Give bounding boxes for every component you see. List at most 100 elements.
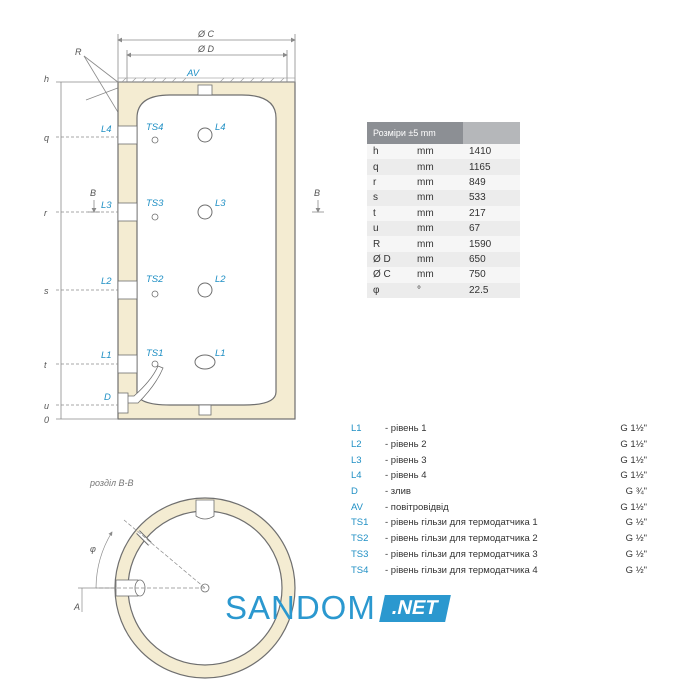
dimension-unit: mm <box>411 174 463 191</box>
dim-label-u: u <box>44 401 49 411</box>
brand-suffix: .NET <box>378 594 451 622</box>
legend-thread-size: G ½" <box>625 564 647 576</box>
dimensions-table-header: Розміри ±5 mm <box>367 122 520 144</box>
top-dimensions <box>117 34 296 82</box>
port-label-l4-left: L4 <box>101 124 112 135</box>
legend-thread-size: G ½" <box>625 517 647 529</box>
angle-label: φ <box>90 544 96 554</box>
legend-description: - рівень 4 <box>385 470 427 482</box>
legend-description: - рівень гільзи для термодатчика 1 <box>385 517 538 529</box>
dimension-symbol: Ø D <box>367 251 411 268</box>
legend-code: TS1 <box>351 517 369 529</box>
legend-thread-size: G ¾" <box>625 486 647 498</box>
legend-description: - рівень гільзи для термодатчика 2 <box>385 533 538 545</box>
dimension-unit: mm <box>411 220 463 237</box>
dimension-unit: mm <box>411 190 463 206</box>
dimension-symbol: r <box>367 174 411 191</box>
dimension-value: 849 <box>463 174 520 191</box>
legend-thread-size: G ½" <box>625 533 647 545</box>
dimension-value: 1165 <box>463 159 520 175</box>
level-dimensions <box>56 81 324 420</box>
dimension-symbol: q <box>367 159 411 175</box>
legend-row: L4 - рівень 4 G 1½" <box>351 468 647 484</box>
legend-code: TS3 <box>351 548 369 560</box>
dimension-unit: mm <box>411 236 463 252</box>
legend-thread-size: G ½" <box>625 548 647 560</box>
port-label-l3-center: L3 <box>215 198 226 209</box>
brand-word: SANDOM <box>225 589 376 626</box>
port-label-l1-left: L1 <box>101 350 112 361</box>
dim-label-zero: 0 <box>44 415 49 425</box>
dim-label-d: Ø D <box>197 44 215 54</box>
section-title: розділ В-В <box>89 478 134 488</box>
dimension-symbol: φ <box>367 282 411 298</box>
port-label-d: D <box>104 392 111 403</box>
dim-label-s: s <box>44 286 49 296</box>
legend-code: L2 <box>351 439 362 451</box>
legend-row: TS4 - рівень гільзи для термодатчика 4 G ½… <box>351 562 647 578</box>
dim-label-c: Ø C <box>197 29 215 39</box>
tank-body <box>117 77 296 420</box>
dimension-symbol: h <box>367 144 411 160</box>
port-label-l4-center: L4 <box>215 122 226 133</box>
dim-label-r: R <box>75 47 82 57</box>
dimension-unit: mm <box>411 267 463 283</box>
dimension-value: 22.5 <box>463 282 520 298</box>
port-label-l2-center: L2 <box>215 274 226 285</box>
dimension-unit: ° <box>411 282 463 298</box>
dimension-value: 750 <box>463 267 520 283</box>
legend-description: - повітровідвід <box>385 501 449 513</box>
port-label-ts1: TS1 <box>146 348 163 359</box>
dimensions-table-title: Розміри ±5 mm <box>367 122 463 144</box>
dimension-value: 650 <box>463 251 520 268</box>
legend-description: - рівень 2 <box>385 439 427 451</box>
legend-row: TS3 - рівень гільзи для термодатчика 3 G ½… <box>351 547 647 563</box>
dimension-symbol: Ø C <box>367 267 411 283</box>
port-label-l1-center: L1 <box>215 348 226 359</box>
brand-watermark: SANDOM .NET <box>225 589 451 626</box>
port-label-av: AV <box>186 68 201 79</box>
dimension-unit: mm <box>411 144 463 160</box>
legend-row: L2 - рівень 2 G 1½" <box>351 437 647 453</box>
dimension-unit: mm <box>411 205 463 221</box>
legend-row: TS2 - рівень гільзи для термодатчика 2 G ½… <box>351 531 647 547</box>
legend-thread-size: G 1½" <box>620 501 647 513</box>
legend-code: AV <box>351 501 363 513</box>
legend-code: TS4 <box>351 564 369 576</box>
dimension-symbol: R <box>367 236 411 252</box>
legend-code: D <box>351 486 358 498</box>
port-label-ts3: TS3 <box>146 198 164 209</box>
dimension-symbol: s <box>367 190 411 206</box>
dimension-value: 67 <box>463 220 520 237</box>
legend-thread-size: G 1½" <box>620 439 647 451</box>
legend-code: L1 <box>351 423 362 435</box>
port-label-l3-left: L3 <box>101 200 112 211</box>
legend-code: TS2 <box>351 533 369 545</box>
dimension-value: 533 <box>463 190 520 206</box>
legend-code: L3 <box>351 454 362 466</box>
legend-code: L4 <box>351 470 362 482</box>
legend-row: TS1 - рівень гільзи для термодатчика 1 G ½… <box>351 515 647 531</box>
dimension-value: 217 <box>463 205 520 221</box>
legend-thread-size: G 1½" <box>620 470 647 482</box>
legend-description: - рівень гільзи для термодатчика 3 <box>385 548 538 560</box>
section-mark-left: B <box>90 188 96 198</box>
dimension-value: 1590 <box>463 236 520 252</box>
section-mark-right: B <box>314 188 320 198</box>
port-label-ts4: TS4 <box>146 122 163 133</box>
section-view <box>78 497 296 679</box>
legend-description: - рівень гільзи для термодатчика 4 <box>385 564 538 576</box>
dimension-symbol: u <box>367 220 411 237</box>
side-marker-label: A <box>73 602 80 612</box>
dim-label-r-level: r <box>44 208 48 218</box>
